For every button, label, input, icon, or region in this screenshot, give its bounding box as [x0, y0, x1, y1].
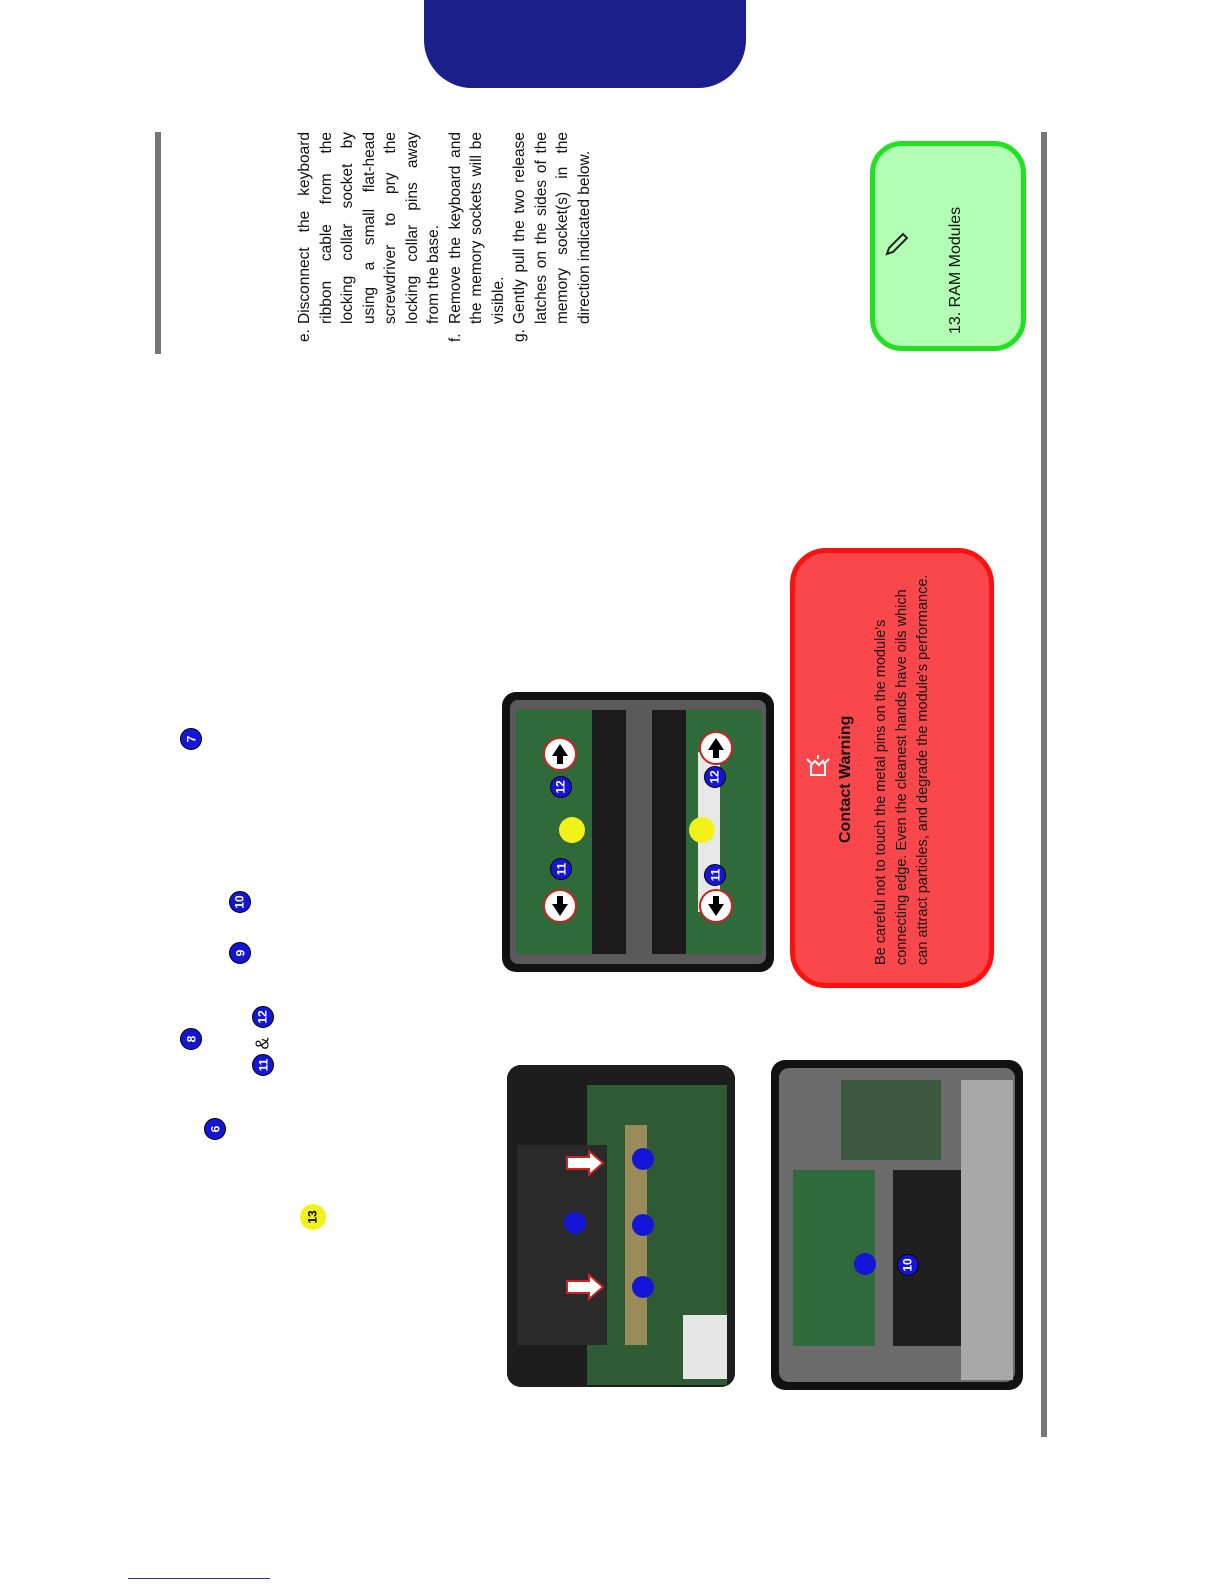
photo-callout-12: 12 [550, 776, 572, 798]
photo-callout-11: 11 [704, 864, 726, 886]
step-label: f. [446, 333, 464, 342]
photo-callout-11: 11 [550, 858, 572, 880]
callout-9: 9 [229, 942, 251, 964]
callout-12: 12 [252, 1006, 274, 1028]
step-g: g. Gently pull the two release latches o… [509, 132, 595, 342]
arrow-down-icon [543, 889, 577, 923]
step-label: e. [296, 329, 313, 342]
step-text: Disconnect the keyboard ribbon cable fro… [296, 132, 442, 324]
photo-callout-12: 12 [704, 766, 726, 788]
ampersand: & [252, 1036, 273, 1050]
arrow-up-icon [699, 731, 733, 765]
step-text: Gently pull the two release latches on t… [511, 132, 593, 324]
callout-11: 11 [252, 1054, 274, 1076]
arrow-up-icon [566, 1272, 605, 1302]
step-f: f. Remove the keyboard and the memory so… [445, 132, 510, 342]
arrow-down-icon [699, 889, 733, 923]
callout-10: 10 [229, 891, 251, 913]
memory-sockets-photo: 12 11 12 11 [502, 692, 774, 972]
warning-text: Be careful not to touch the metal pins o… [873, 574, 931, 965]
note-text: 13. RAM Modules [947, 206, 964, 334]
keyboard-cable-illustration [507, 1065, 735, 1387]
warning-title: Contact Warning [837, 715, 854, 843]
keyboard-cable-photo [507, 1065, 735, 1387]
pen-icon [885, 232, 909, 256]
step-label: g. [511, 329, 528, 342]
contact-warning-box: Contact Warning Be careful not to touch … [790, 548, 994, 988]
left-margin-rule [155, 132, 161, 354]
memory-overview-photo: 10 [771, 1060, 1023, 1390]
step-list: e. Disconnect the keyboard ribbon cable … [294, 132, 614, 342]
callout-7: 7 [180, 728, 202, 750]
callout-6: 6 [204, 1118, 226, 1140]
footer-link-line [128, 1578, 270, 1579]
callout-8: 8 [180, 1028, 202, 1050]
step-e: e. Disconnect the keyboard ribbon cable … [294, 132, 445, 342]
chapter-header-tab [424, 0, 746, 88]
step-text: Remove the keyboard and the memory socke… [446, 132, 507, 324]
memory-overview-illustration [779, 1068, 1015, 1382]
hand-warning-icon [806, 755, 830, 776]
memory-sockets-illustration [510, 700, 766, 964]
arrow-up-icon [566, 1148, 605, 1178]
right-margin-rule [1041, 132, 1047, 1437]
callout-13: 13 [300, 1204, 326, 1230]
ram-note-box: 13. RAM Modules [870, 141, 1026, 351]
photo-callout-10: 10 [897, 1254, 919, 1276]
arrow-up-icon [543, 737, 577, 771]
